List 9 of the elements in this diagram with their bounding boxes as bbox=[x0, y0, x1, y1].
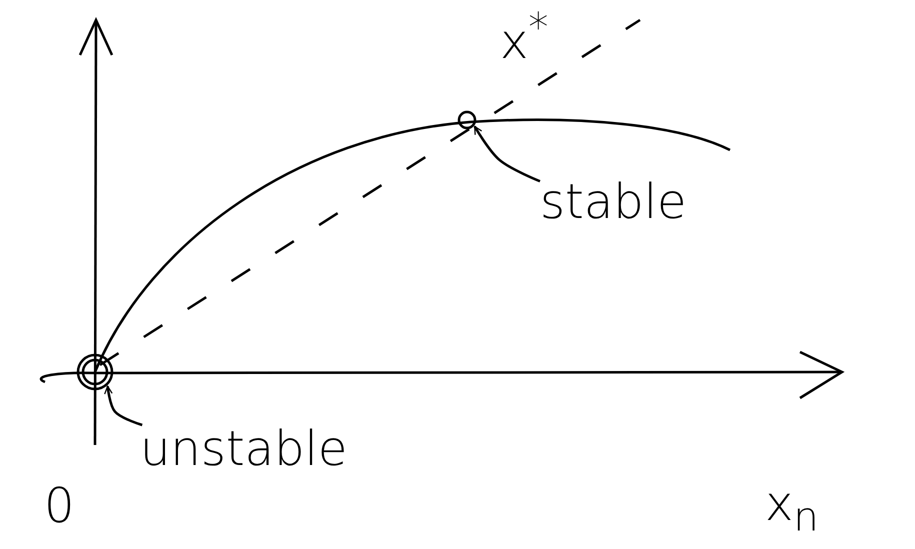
leader-line bbox=[474, 126, 540, 182]
point-label: unstable bbox=[140, 425, 348, 473]
axis-label: x$_{n}$ bbox=[765, 480, 819, 538]
axis-label: x$^{*}$ bbox=[500, 8, 548, 66]
leader-line bbox=[104, 386, 143, 426]
point-label: stable bbox=[540, 178, 688, 226]
axis-label: 0 bbox=[44, 482, 75, 530]
fixed-point-circle bbox=[76, 353, 114, 391]
fixed-point-circle bbox=[457, 110, 477, 130]
